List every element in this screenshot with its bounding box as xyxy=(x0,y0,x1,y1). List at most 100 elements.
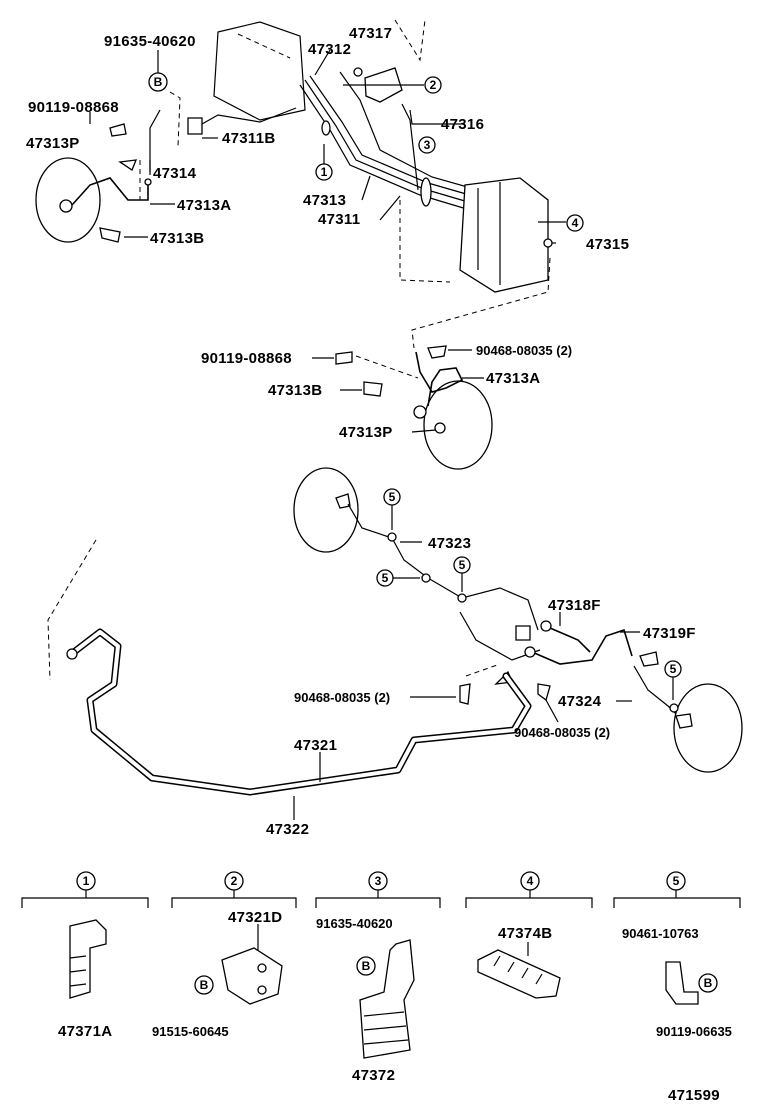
clip-rear-right xyxy=(639,651,659,667)
legend-group-5: 5 B 90461-10763 90119-06635 xyxy=(613,871,741,1039)
svg-text:B: B xyxy=(154,75,163,89)
dash-90119-right xyxy=(355,355,419,379)
grommet xyxy=(420,177,432,207)
callout-4-front: 4 xyxy=(566,214,584,232)
dash-47317 xyxy=(394,19,426,62)
dash-90468-rear xyxy=(465,663,501,677)
flare-nut-front xyxy=(144,178,152,186)
booster-mount-dash xyxy=(237,33,291,59)
nut-47315 xyxy=(543,238,553,248)
bolt-B-legend-3: B xyxy=(356,956,376,976)
bolt-B-legend-2: B xyxy=(194,975,214,995)
bolt-90119-right xyxy=(335,351,353,365)
legend-group-2: 2 B 47321D 91515-60645 xyxy=(152,871,297,1039)
label-47321D: 47321D xyxy=(228,909,282,926)
legend: 1 47371A 2 B 47321D 91515-60645 xyxy=(21,871,741,1084)
bracket-47311B xyxy=(187,117,203,135)
svg-text:1: 1 xyxy=(321,165,328,179)
legend-group-3: 3 B 91635-40620 47372 xyxy=(315,871,441,1084)
diagram-code: 471599 xyxy=(668,1087,720,1104)
svg-text:3: 3 xyxy=(424,138,431,152)
label-47374B: 47374B xyxy=(498,925,552,942)
callout-5-c: 5 xyxy=(453,556,471,574)
clip-47314 xyxy=(118,159,138,171)
label-47319F: 47319F xyxy=(643,625,696,642)
callout-B-front: B xyxy=(148,72,168,92)
svg-text:B: B xyxy=(362,959,371,973)
svg-text:4: 4 xyxy=(572,216,579,230)
callout-2-front: 2 xyxy=(424,76,442,94)
label-47318F: 47318F xyxy=(548,597,601,614)
svg-text:B: B xyxy=(200,978,209,992)
legend-group-1: 1 47371A xyxy=(21,871,149,1040)
label-90119-06635: 90119-06635 xyxy=(656,1024,732,1039)
label-91635-40620-legend: 91635-40620 xyxy=(316,916,393,931)
hose-47318F xyxy=(549,627,591,653)
clip-47371A xyxy=(69,919,107,999)
label-90468-08035-right: 90468-08035 (2) xyxy=(476,343,572,358)
bleeder-47313P xyxy=(434,422,446,434)
label-47322: 47322 xyxy=(266,821,309,838)
svg-text:2: 2 xyxy=(231,874,238,888)
dash-rear-left xyxy=(47,539,97,681)
label-47313A-front: 47313A xyxy=(177,197,231,214)
svg-text:5: 5 xyxy=(459,558,466,572)
label-47324: 47324 xyxy=(558,693,602,710)
nut-rear-left xyxy=(66,648,78,660)
label-90119-08868-right: 90119-08868 xyxy=(201,350,292,367)
svg-text:1: 1 xyxy=(83,874,90,888)
nut-47319F xyxy=(524,646,536,658)
label-47372: 47372 xyxy=(352,1067,395,1084)
callout-5-a: 5 xyxy=(383,488,401,506)
bracket-47321D xyxy=(221,947,283,1005)
label-47321: 47321 xyxy=(294,737,337,754)
clip-90468-right xyxy=(427,345,447,359)
svg-text:B: B xyxy=(704,976,713,990)
label-47311B: 47311B xyxy=(222,130,276,147)
callout-1-front: 1 xyxy=(315,163,333,181)
rear-right-fitting xyxy=(675,713,693,729)
nut-47318F xyxy=(540,620,552,632)
front-left-caliper xyxy=(59,199,73,213)
label-90119-08868-front: 90119-08868 xyxy=(28,99,119,116)
svg-text:5: 5 xyxy=(673,874,680,888)
callout-5-d: 5 xyxy=(664,660,682,678)
brake-booster-outline xyxy=(213,21,306,121)
label-91635-40620: 91635-40620 xyxy=(104,33,196,50)
dash-to-right-front xyxy=(411,257,551,349)
clip-90461-10763 xyxy=(665,961,699,1005)
bolt-B-legend-5: B xyxy=(698,973,718,993)
label-47371A: 47371A xyxy=(58,1023,112,1040)
label-47313P-right: 47313P xyxy=(339,424,393,441)
label-47313P-front: 47313P xyxy=(26,135,80,152)
label-47313: 47313 xyxy=(303,192,346,209)
right-front-brake-assembly: 90119-08868 90468-08035 (2) 47313B 47313… xyxy=(201,257,572,470)
label-47323: 47323 xyxy=(428,535,471,552)
nut-47317 xyxy=(353,67,363,77)
clip-rear-a xyxy=(515,625,531,641)
label-47316: 47316 xyxy=(441,116,484,133)
svg-text:5: 5 xyxy=(670,662,677,676)
label-90468-08035-rear-right: 90468-08035 (2) xyxy=(514,725,610,740)
leader-47313P-right xyxy=(411,429,437,433)
clip-47374B xyxy=(477,949,561,999)
rear-brake-assembly: 5 5 5 5 47323 47318F 47319F 90468-0803 xyxy=(47,467,743,838)
abs-actuator xyxy=(399,177,549,293)
label-47313B-right: 47313B xyxy=(268,382,322,399)
clip-90468-rear-right xyxy=(537,683,551,702)
leader-47311 xyxy=(379,195,401,221)
bolt-90119-08868-front xyxy=(109,123,127,137)
tube-47316 xyxy=(401,103,419,191)
front-brake-assembly: B 1 2 3 4 91635-4 xyxy=(26,19,629,293)
hose-clip-47323-c xyxy=(457,593,467,603)
label-90468-08035-rear-left: 90468-08035 (2) xyxy=(294,690,390,705)
svg-text:4: 4 xyxy=(527,874,534,888)
tube-47321-47322 xyxy=(66,628,532,796)
label-47315: 47315 xyxy=(586,236,629,253)
dash-91635 xyxy=(169,91,181,147)
hose-clip-47323-a xyxy=(387,532,397,542)
tube-to-47311B xyxy=(201,107,297,125)
rear-left-disc xyxy=(293,467,359,553)
tube-47313A-right xyxy=(415,351,464,407)
